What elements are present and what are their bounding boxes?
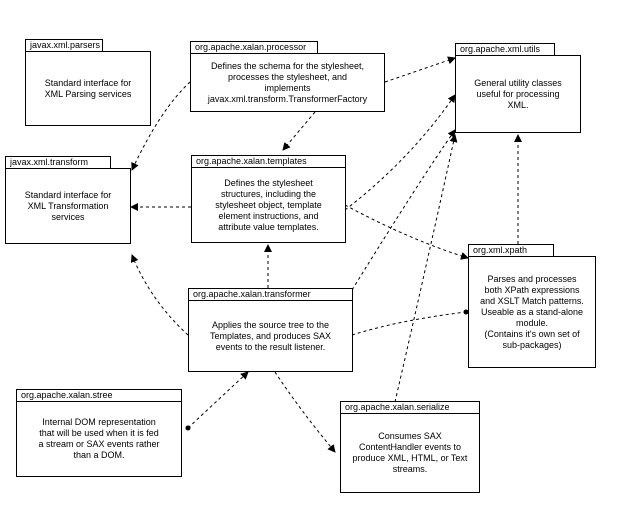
package-tab-utils: org.apache.xml.utils [455,43,555,56]
package-box-utils: General utility classes useful for proce… [455,55,581,133]
package-desc-xpath: Parses and processes both XPath expressi… [480,273,584,350]
package-tab-transform: javax.xml.transform [5,156,111,169]
package-box-parsers: Standard interface for XML Parsing servi… [25,51,151,126]
package-tab-xpath: org.xml.xpath [468,244,554,257]
package-box-transformer: Applies the source tree to the Templates… [188,300,353,372]
arrow-transformer-to-xpath [351,309,469,336]
package-desc-processor: Defines the schema for the stylesheet, p… [207,60,368,104]
package-box-serialize: Consumes SAX ContentHandler events to pr… [340,413,480,493]
package-desc-utils: General utility classes useful for proce… [474,77,562,110]
package-box-stree: Internal DOM representation that will be… [16,401,182,477]
package-desc-stree: Internal DOM representation that will be… [38,417,160,460]
arrow-processor-to-utils [384,56,456,83]
package-tab-processor: org.apache.xalan.processor [190,41,318,54]
package-desc-parsers: Standard interface for XML Parsing servi… [44,77,132,99]
arrow-processor-to-transform [131,81,191,171]
package-desc-transformer: Applies the source tree to the Templates… [209,319,332,352]
package-tab-templates: org.apache.xalan.templates [191,155,346,168]
package-box-processor: Defines the schema for the stylesheet, p… [190,53,385,112]
package-desc-transform: Standard interface for XML Transformatio… [24,189,112,222]
arrow-transformer-to-serialize [274,371,336,453]
package-tab-parsers: javax.xml.parsers [25,39,103,52]
arrow-serialize-to-utils [394,134,458,403]
arrow-transformer-to-transform [130,254,189,336]
arrow-transformer-to-utils [351,129,456,291]
package-tab-transformer: org.apache.xalan.transformer [188,288,353,301]
package-desc-serialize: Consumes SAX ContentHandler events to pr… [352,431,468,474]
package-tab-serialize: org.apache.xalan.serialize [340,401,480,414]
package-box-templates: Defines the stylesheet structures, inclu… [191,167,346,243]
arrow-stree-transformer [185,371,249,431]
package-box-transform: Standard interface for XML Transformatio… [5,168,131,244]
package-desc-templates: Defines the stylesheet structures, inclu… [215,177,322,232]
package-tab-stree: org.apache.xalan.stree [16,389,182,402]
arrow-templates-to-utils [344,94,456,211]
package-box-xpath: Parses and processes both XPath expressi… [468,256,596,368]
arrow-processor-to-templates [282,111,316,151]
arrow-templates-to-xpath [344,204,469,260]
